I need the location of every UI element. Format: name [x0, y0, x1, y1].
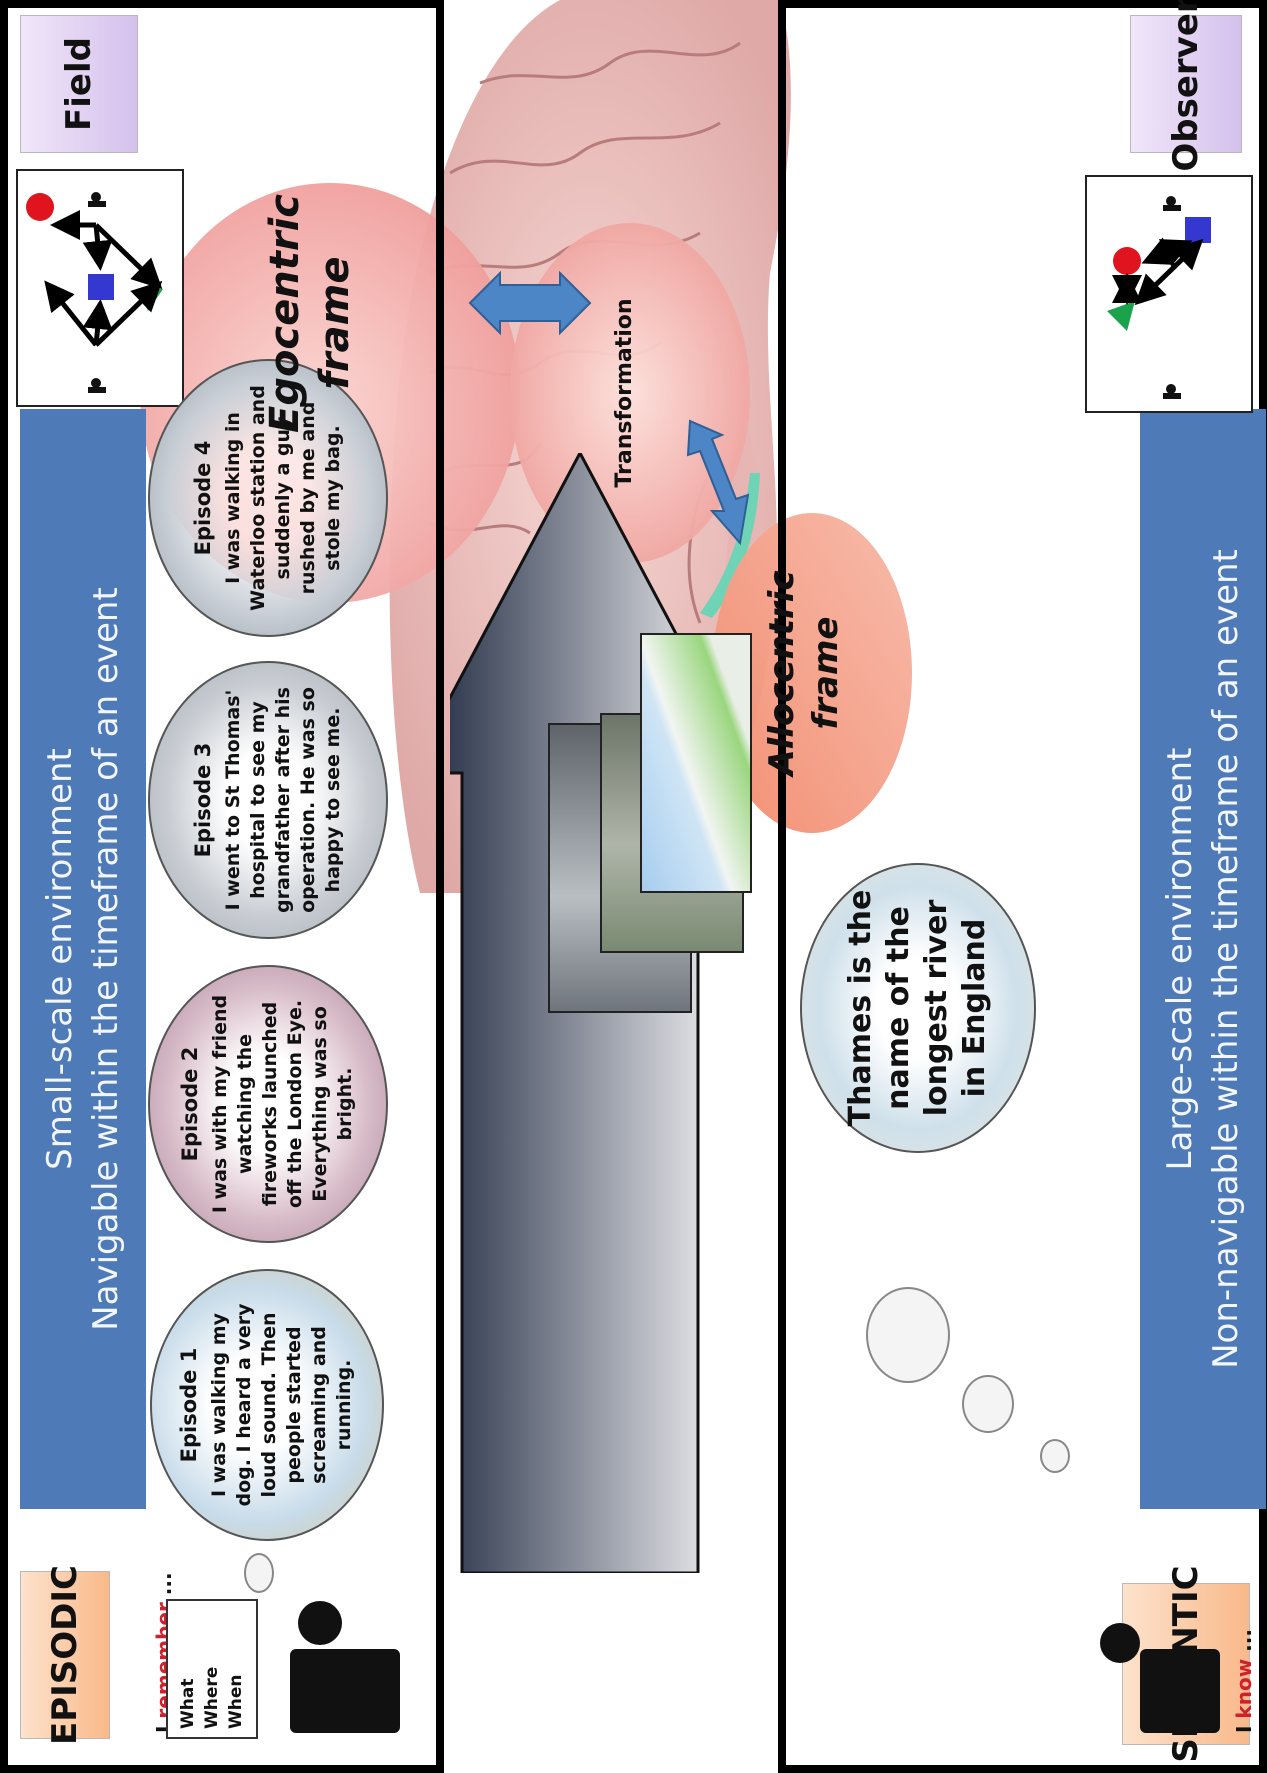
- person-icon: [88, 192, 106, 207]
- band-line-1: Small-scale environment: [37, 748, 83, 1170]
- person-icon: [1163, 384, 1181, 399]
- person-icon: [1163, 196, 1181, 211]
- thames-fact-bubble: Thames is the name of the longest river …: [800, 863, 1036, 1153]
- episode-3: Episode 3 I went to St Thomas' hospital …: [148, 661, 388, 939]
- person-icon: [1080, 1613, 1240, 1753]
- blue-square-icon: [1185, 217, 1211, 243]
- gradient-arrow: [450, 453, 720, 1573]
- red-circle-icon: [26, 193, 54, 221]
- field-tag: Field: [20, 15, 138, 153]
- band-line-2: Navigable within the timeframe of an eve…: [83, 587, 129, 1331]
- transformation-label: Transformation: [612, 293, 646, 493]
- green-triangle-icon: [1107, 301, 1135, 331]
- arrow-shape: [450, 453, 462, 1573]
- person-icon: [88, 378, 106, 393]
- band-line-2: Non-navigable within the timeframe of an…: [1203, 549, 1249, 1369]
- egocentric-frame-label: Egocentric frame: [260, 213, 390, 433]
- thought-bubble-icon: [1040, 1439, 1070, 1473]
- large-scale-band: Large-scale environment Non-navigable wi…: [1140, 409, 1266, 1509]
- band-line-1: Large-scale environment: [1157, 748, 1203, 1171]
- field-diagram: [16, 169, 184, 407]
- map-image: [640, 633, 752, 893]
- episode-2: Episode 2 I was with my friend watching …: [148, 965, 388, 1243]
- allocentric-frame-label: Allocentric frame: [760, 563, 870, 783]
- observer-diagram: [1085, 175, 1253, 413]
- what-where-when-box: What Where When: [166, 1599, 258, 1739]
- thought-bubble-icon: [962, 1375, 1014, 1433]
- blue-square-icon: [88, 274, 114, 300]
- person-icon: [270, 1573, 430, 1753]
- episode-1: Episode 1 I was walking my dog. I heard …: [150, 1269, 384, 1541]
- small-scale-band: Small-scale environment Navigable within…: [20, 409, 146, 1509]
- thought-bubble-icon: [866, 1287, 950, 1383]
- red-circle-icon: [1113, 247, 1141, 275]
- episodic-tag: EPISODIC: [20, 1571, 110, 1739]
- observer-tag: Observer: [1130, 15, 1242, 153]
- arrow-outline: [450, 453, 720, 1573]
